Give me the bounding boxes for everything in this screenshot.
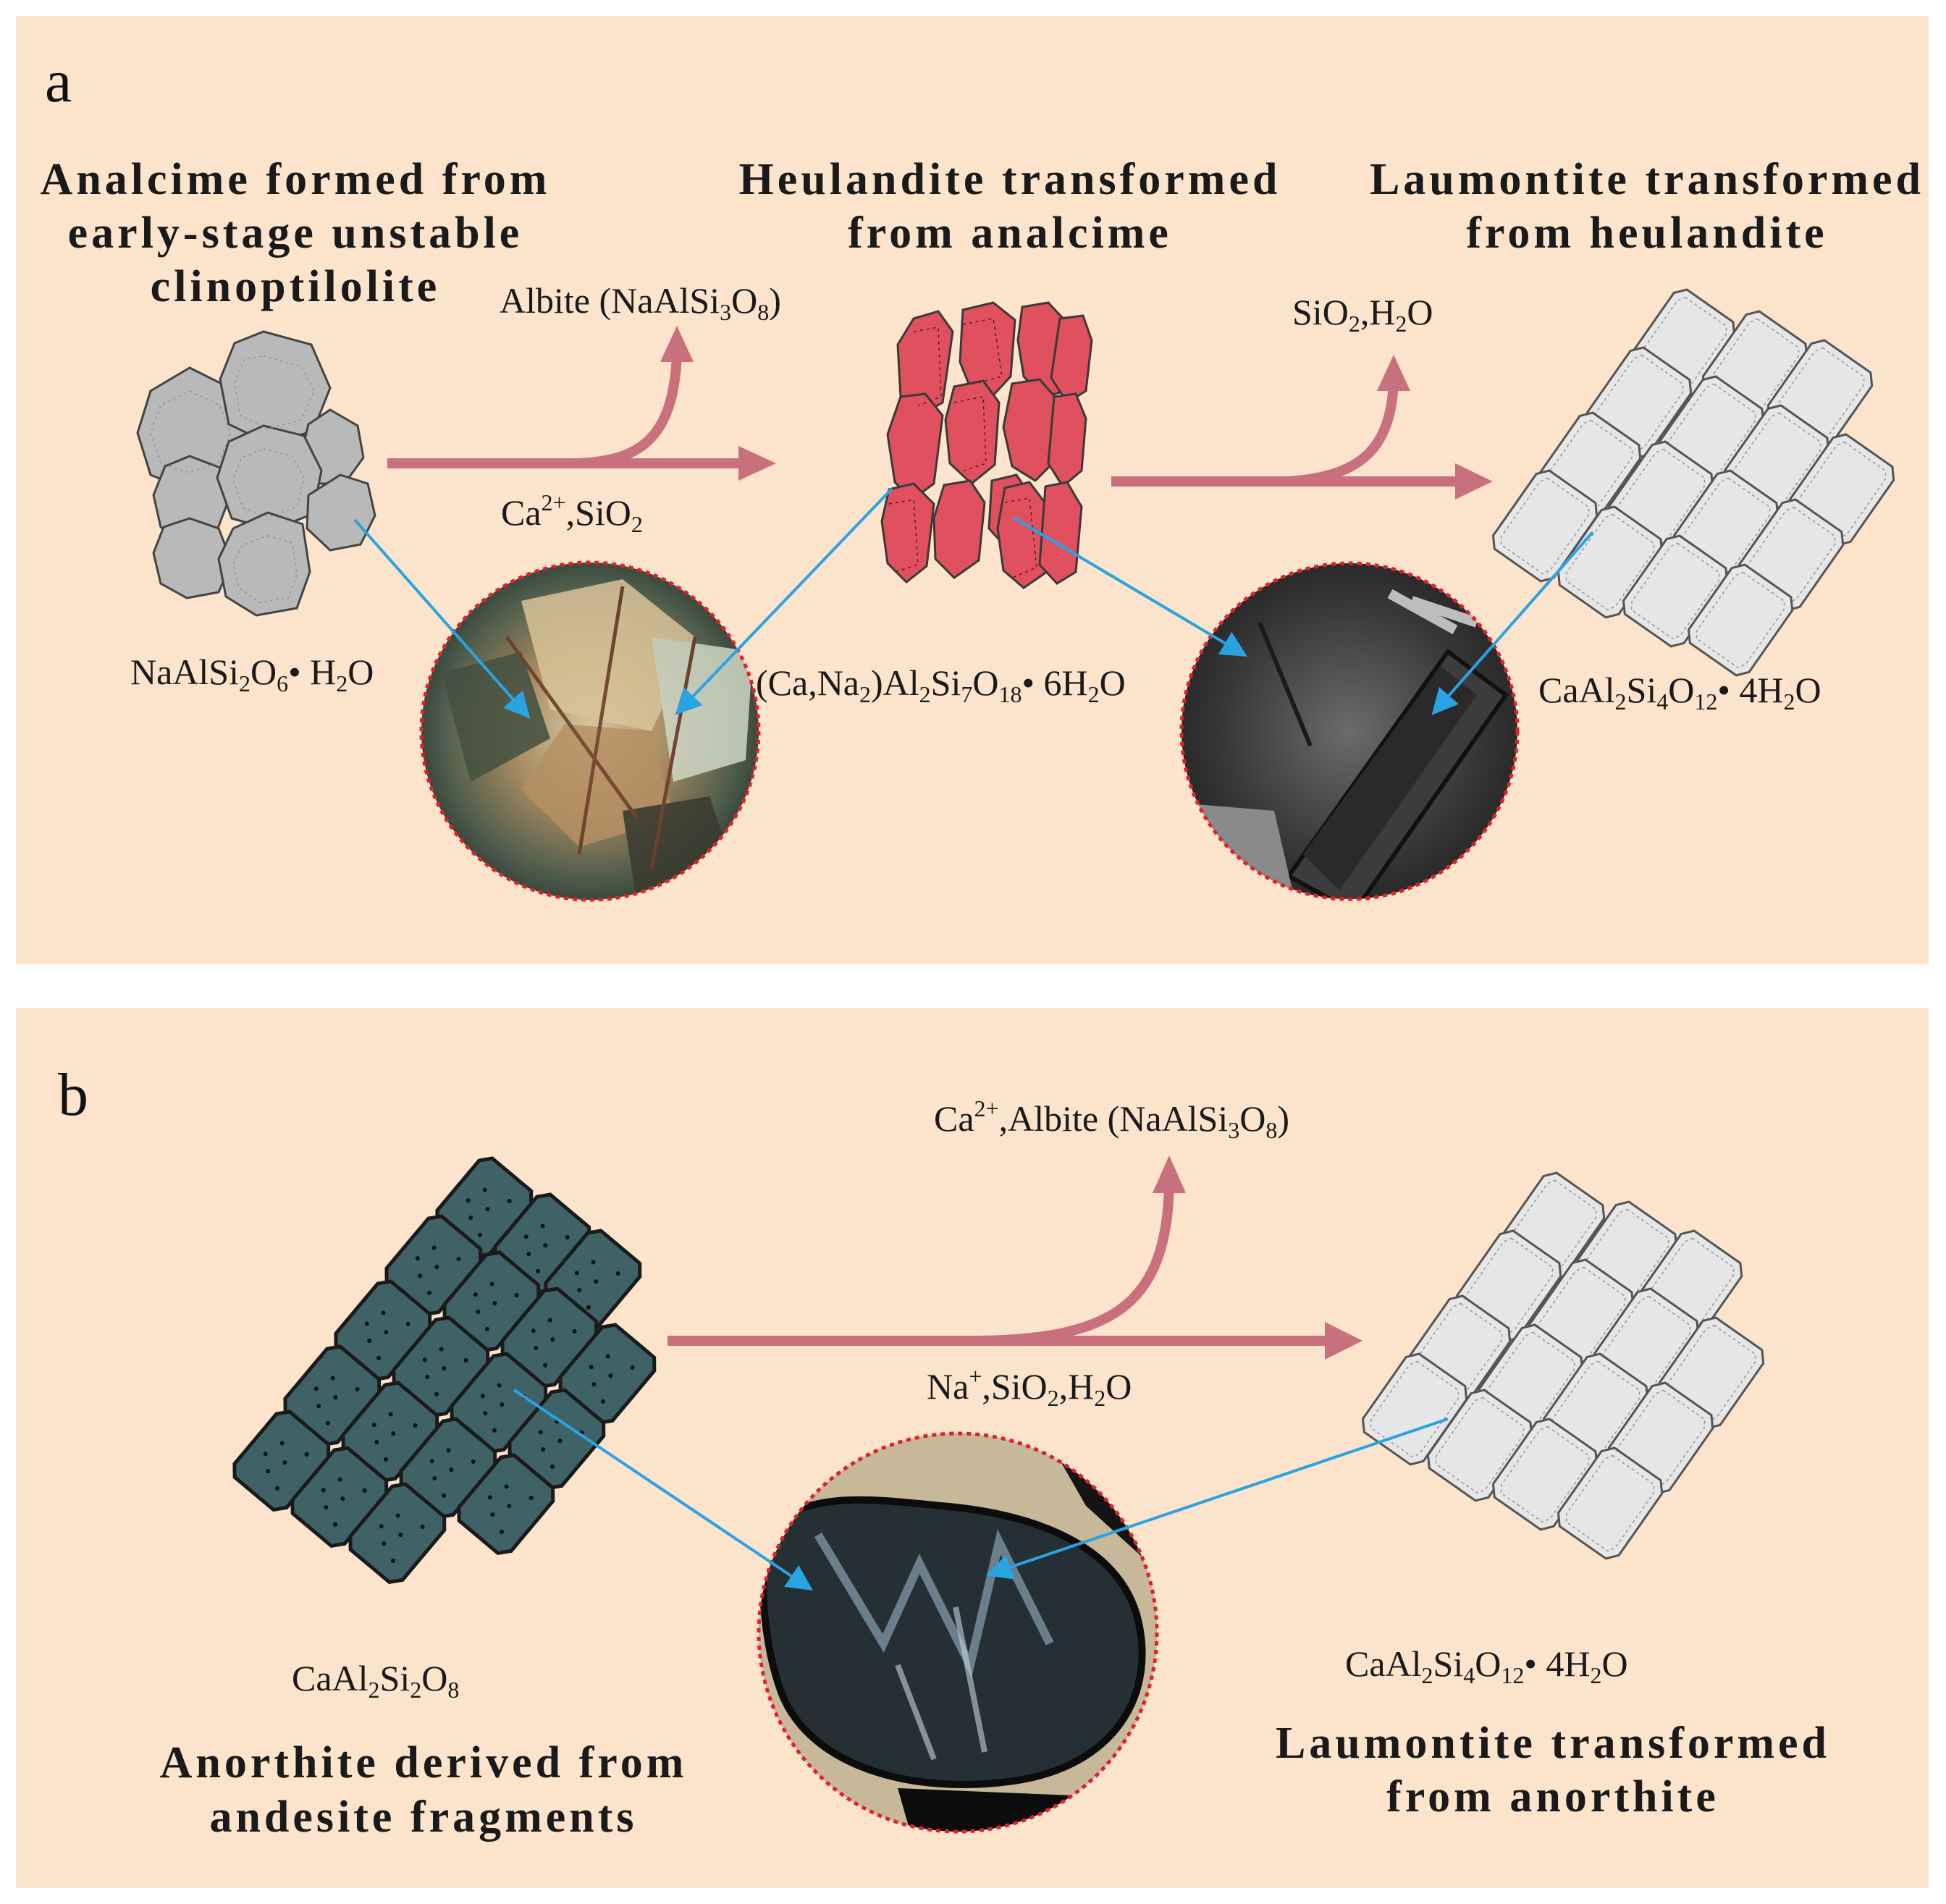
svg-text:Heulandite transformed: Heulandite transformed (739, 155, 1281, 204)
panel-b-label: b (58, 1061, 88, 1129)
formula-anorthite: CaAl2Si2O8 (292, 1658, 459, 1703)
reactant-ca-sio2: Ca2+,SiO2 (501, 489, 643, 537)
panel-a-label: a (45, 48, 72, 115)
svg-text:from anorthite: from anorthite (1386, 1772, 1719, 1821)
svg-text:andesite fragments: andesite fragments (209, 1793, 637, 1842)
byproduct-ca-albite-b: Ca2+,Albite (NaAlSi3O8) (934, 1095, 1289, 1143)
stage2-title: Heulandite transformed from analcime (739, 155, 1281, 258)
pointer-lines-b (513, 1389, 1449, 1591)
stage1-title: Analcime formed from early-stage unstabl… (41, 155, 551, 311)
pointer-lines-a (353, 487, 1594, 719)
micrograph-lens-anorthite (757, 1431, 1159, 1834)
svg-text:early-stage unstable: early-stage unstable (68, 208, 523, 258)
formula-laumontite-a: CaAl2Si4O12• 4H2O (1538, 670, 1821, 715)
svg-text:Analcime formed from: Analcime formed from (41, 155, 551, 204)
transform-arrow-1 (387, 326, 776, 481)
heulandite-crystal-cluster (880, 301, 1093, 589)
anorthite-title: Anorthite derived from andesite fragment… (160, 1738, 688, 1842)
sem-lens-laumontite (1179, 561, 1520, 901)
formula-heulandite: (Ca,Na2)Al2Si7O18• 6H2O (756, 662, 1126, 707)
analcime-crystal-cluster (136, 330, 376, 617)
svg-text:Laumontite transformed: Laumontite transformed (1276, 1719, 1830, 1768)
stage3-title: Laumontite transformed from heulandite (1370, 155, 1924, 258)
reactant-na-sio2-h2o: Na+,SiO2,H2O (927, 1363, 1132, 1411)
formula-analcime: NaAlSi2O6• H2O (130, 652, 374, 696)
svg-text:Laumontite transformed: Laumontite transformed (1370, 155, 1924, 204)
byproduct-sio2-h2o: SiO2,H2O (1292, 292, 1433, 337)
svg-text:from heulandite: from heulandite (1466, 208, 1827, 258)
transform-arrow-2 (1111, 355, 1493, 500)
svg-text:from analcime: from analcime (848, 208, 1172, 258)
svg-text:Anorthite derived from: Anorthite derived from (160, 1738, 688, 1787)
transform-arrow-b (667, 1155, 1362, 1360)
micrograph-lens-analcime (419, 560, 761, 902)
byproduct-albite-a: Albite (NaAlSi3O8) (500, 280, 781, 325)
formula-laumontite-b: CaAl2Si4O12• 4H2O (1345, 1643, 1628, 1688)
svg-text:clinoptilolite: clinoptilolite (151, 262, 441, 311)
laumontite-b-title: Laumontite transformed from anorthite (1276, 1719, 1830, 1821)
